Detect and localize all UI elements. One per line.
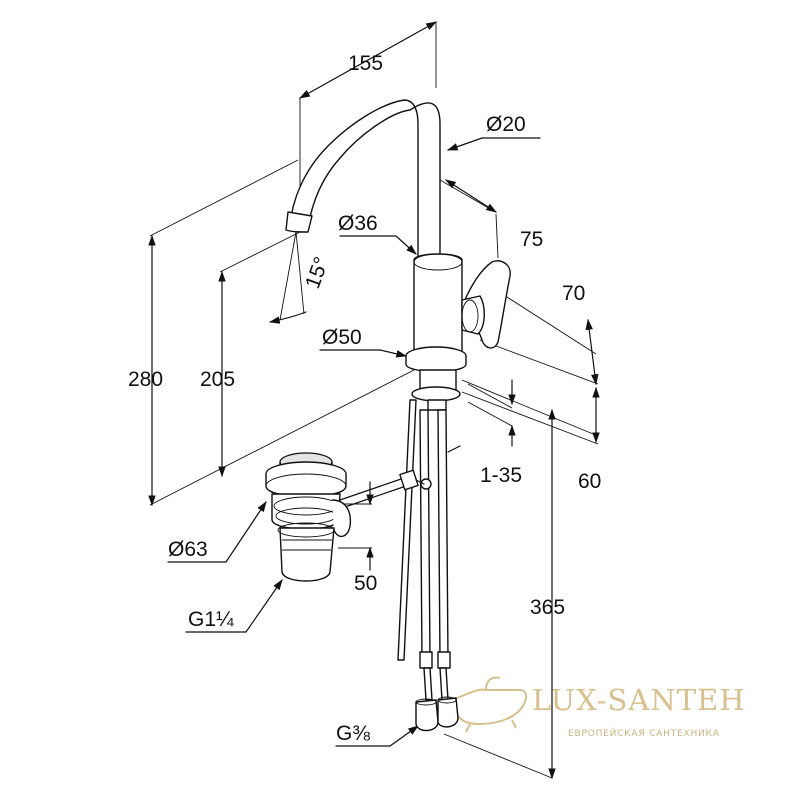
- spout-tip: [285, 211, 313, 233]
- dim-body-diameter: Ø36: [338, 212, 378, 235]
- dim-lever-height: 70: [562, 282, 585, 305]
- watermark-tagline: ЕВРОПЕЙСКАЯ САНТЕХНИКА: [568, 727, 720, 739]
- bathtub-logo-icon: [450, 676, 528, 733]
- lever-handle: [463, 260, 511, 349]
- dim-hose-thread: G⅜: [336, 722, 370, 745]
- dim-spout-reach: 155: [348, 52, 383, 75]
- dim-spout-height: 205: [200, 368, 235, 391]
- watermark: LUX-SANTEH ЕВРОПЕЙСКАЯ САНТЕХНИКА: [450, 676, 746, 739]
- waste-tailpiece: [279, 527, 335, 582]
- watermark-brand: LUX-SANTEH: [532, 683, 746, 717]
- popup-rod: [397, 399, 417, 661]
- dim-total-height: 280: [128, 368, 163, 391]
- dim-base-depth: 60: [578, 470, 601, 493]
- leader-lines: [167, 137, 541, 747]
- faucet: [285, 99, 511, 411]
- hose-nut-right: [437, 697, 459, 728]
- waste-valve: [265, 452, 432, 582]
- dim-hose-length: 365: [530, 596, 565, 619]
- supply-hoses: [397, 399, 461, 732]
- extension-lines: [149, 22, 599, 779]
- dim-flange-diameter: Ø50: [322, 326, 362, 349]
- dim-spout-diameter: Ø20: [486, 113, 526, 136]
- dim-waste-thread: G1¼: [188, 608, 234, 631]
- dimension-labels: 155 Ø20 75 Ø36 15° 70 280 205 Ø50 1-35 6…: [128, 52, 601, 745]
- dimension-lines: [148, 21, 600, 780]
- dim-deck-thickness: 1-35: [480, 464, 522, 487]
- dim-spout-angle: 15°: [301, 254, 333, 292]
- dim-waste-stroke: 50: [354, 572, 377, 595]
- dim-lever-offset: 75: [520, 228, 543, 251]
- dim-waste-diameter: Ø63: [168, 538, 208, 561]
